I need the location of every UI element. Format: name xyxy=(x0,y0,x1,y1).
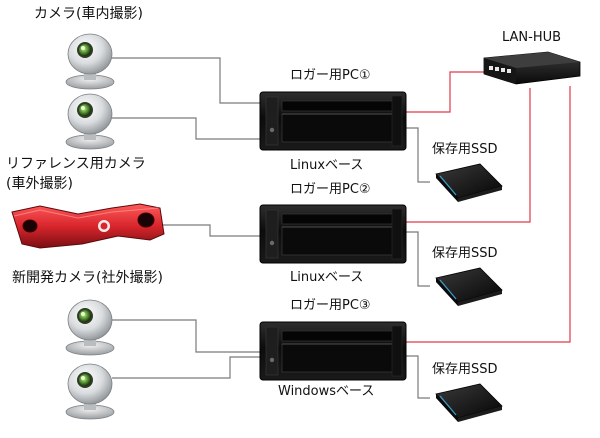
camera-group-1-label: カメラ(車内撮影) xyxy=(34,6,143,22)
pc1-os-label: Linuxベース xyxy=(290,158,364,173)
pc1-title: ロガー用PC① xyxy=(290,68,371,83)
lan-cables xyxy=(406,71,571,343)
cable-cam3b-pc3 xyxy=(112,356,262,379)
lan-hub-icon xyxy=(483,51,581,85)
logger-pc-icon xyxy=(259,91,407,151)
webcam-icon xyxy=(65,33,115,90)
cable-cam1a-pc1 xyxy=(110,57,262,104)
lan-pc3-hub xyxy=(406,86,571,343)
pc2-os-label: Linuxベース xyxy=(290,270,364,285)
pc3-os-label: Windowsベース xyxy=(278,384,375,399)
logger-pc-icon xyxy=(259,321,407,381)
camera-group-2-label-line1: リファレンス用カメラ xyxy=(6,156,146,172)
lan-pc1-hub xyxy=(406,71,492,113)
ssd-icon xyxy=(435,267,503,307)
reference-stereo-camera-icon xyxy=(11,203,165,249)
lan-hub-label: LAN-HUB xyxy=(502,30,562,45)
pc3-title: ロガー用PC③ xyxy=(290,298,371,313)
webcam-icon xyxy=(65,363,115,420)
ssd-3-label: 保存用SSD xyxy=(432,362,498,377)
logger-pc-icon xyxy=(259,204,407,264)
pc2-title: ロガー用PC② xyxy=(290,182,371,197)
ssd-icon xyxy=(435,163,503,203)
camera-group-2-label-line2: (車外撮影) xyxy=(6,176,73,192)
webcam-icon xyxy=(65,299,115,356)
cable-cam1b-pc1 xyxy=(110,117,262,140)
cable-refcam-pc2 xyxy=(160,224,262,237)
camera-cables xyxy=(110,57,430,399)
cable-pc1-ssd1 xyxy=(406,127,430,183)
ssd-1-label: 保存用SSD xyxy=(432,142,498,157)
lan-pc2-hub xyxy=(406,88,531,223)
cable-cam3a-pc3 xyxy=(112,319,262,353)
cable-pc3-ssd3 xyxy=(406,355,430,399)
camera-group-3-label: 新開発カメラ(社外撮影) xyxy=(12,270,163,286)
webcam-icon xyxy=(65,93,115,150)
ssd-2-label: 保存用SSD xyxy=(432,246,498,261)
ssd-icon xyxy=(435,383,503,423)
cable-pc2-ssd2 xyxy=(406,231,430,287)
